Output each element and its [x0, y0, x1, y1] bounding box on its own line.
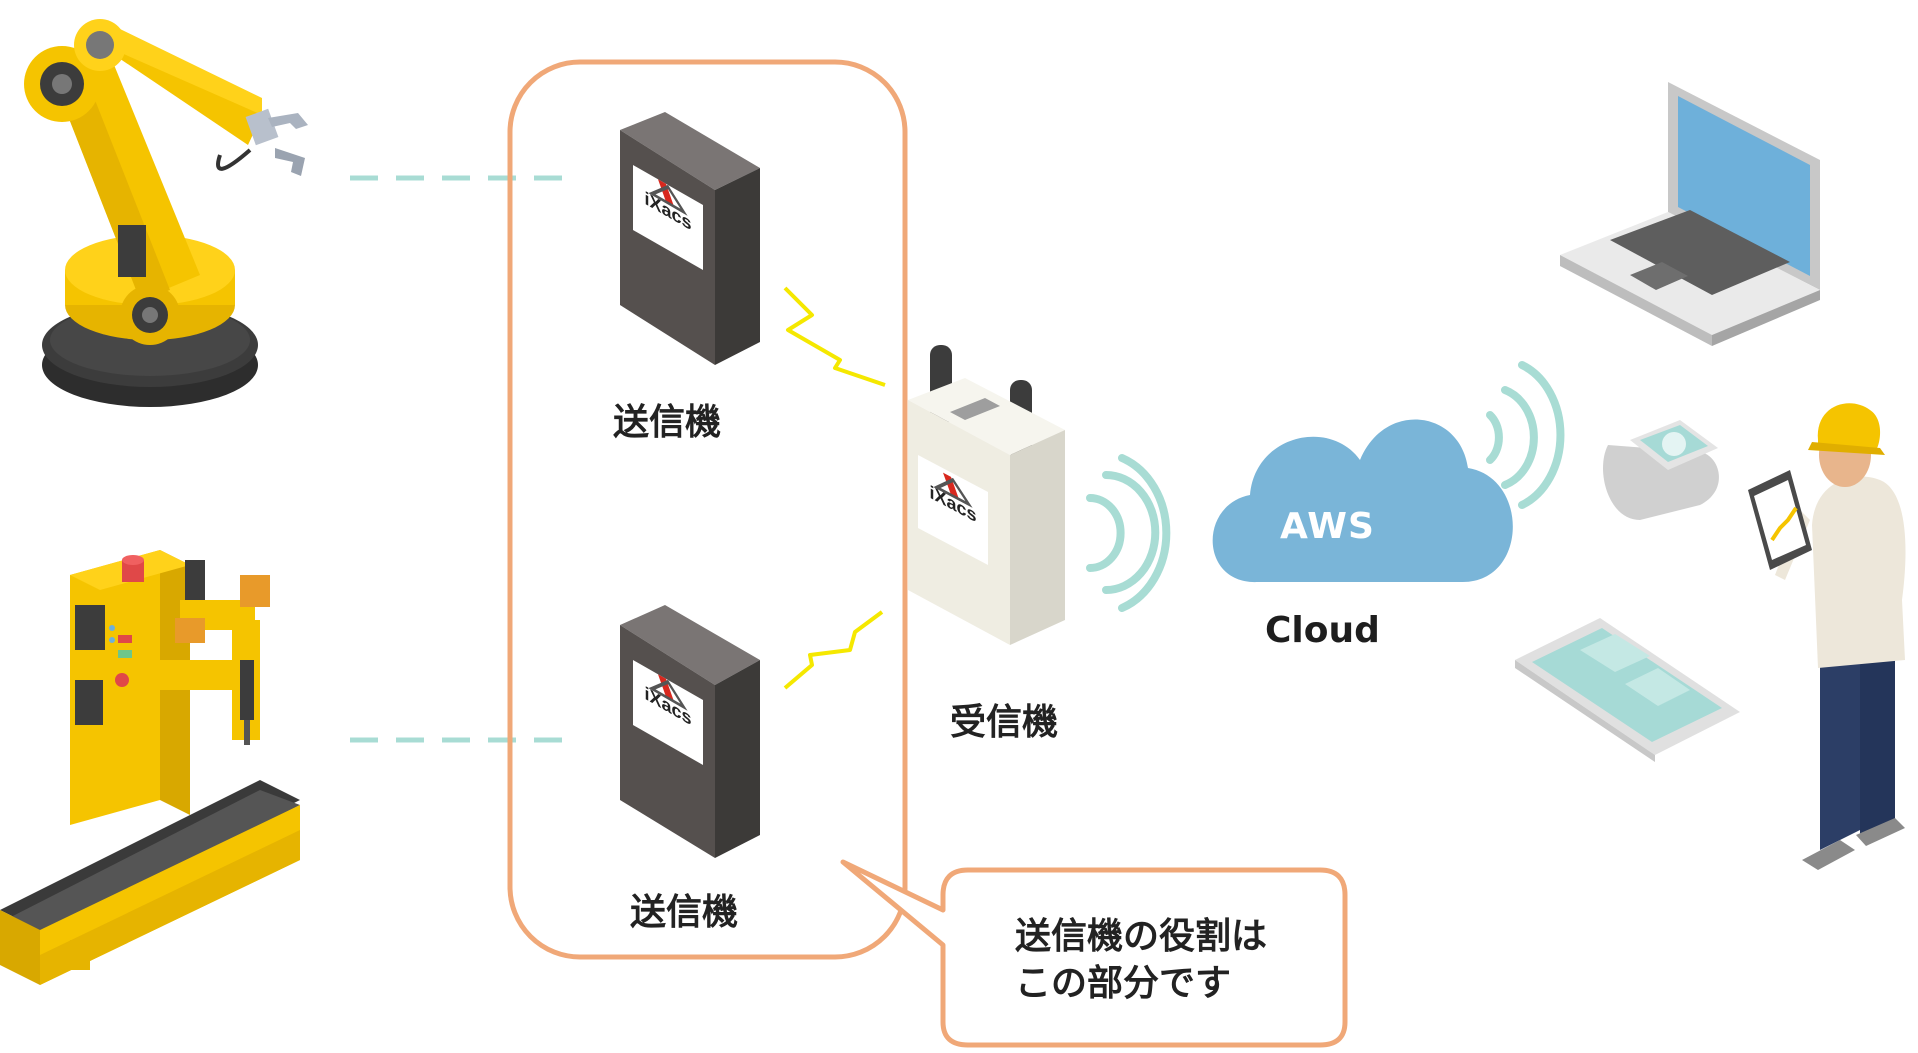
callout-text: 送信機の役割は この部分です — [1015, 913, 1267, 1007]
transmitter-top-icon: iXacs — [620, 112, 760, 365]
industrial-machine-icon — [0, 550, 300, 985]
tablet-icon — [1515, 618, 1740, 762]
cloud-icon — [1212, 419, 1513, 583]
laptop-icon — [1560, 82, 1820, 346]
robot-arm-icon — [24, 19, 308, 407]
callout-bubble — [840, 859, 1348, 1048]
worker-icon — [1748, 403, 1906, 870]
signal-zigzag-bottom — [783, 610, 884, 690]
receiver-label: 受信機 — [950, 702, 1059, 743]
callout-line-2: この部分です — [1015, 963, 1232, 1004]
receiver-icon: iXacs — [908, 345, 1065, 645]
transmitter-top-label: 送信機 — [613, 402, 722, 443]
callout-line-1: 送信機の役割は — [1015, 916, 1268, 957]
signal-zigzag-top — [783, 286, 886, 387]
transmitter-bottom-label: 送信機 — [630, 892, 739, 933]
cloud-service-label: AWS — [1280, 506, 1375, 547]
cloud-label: Cloud — [1265, 610, 1380, 651]
transmitter-highlight-frame — [507, 59, 908, 960]
receiver-wifi-icon — [1086, 454, 1171, 612]
smartwatch-icon — [1603, 420, 1719, 520]
cloud-wifi-icon — [1486, 361, 1565, 509]
transmitter-bottom-icon: iXacs — [620, 605, 760, 858]
